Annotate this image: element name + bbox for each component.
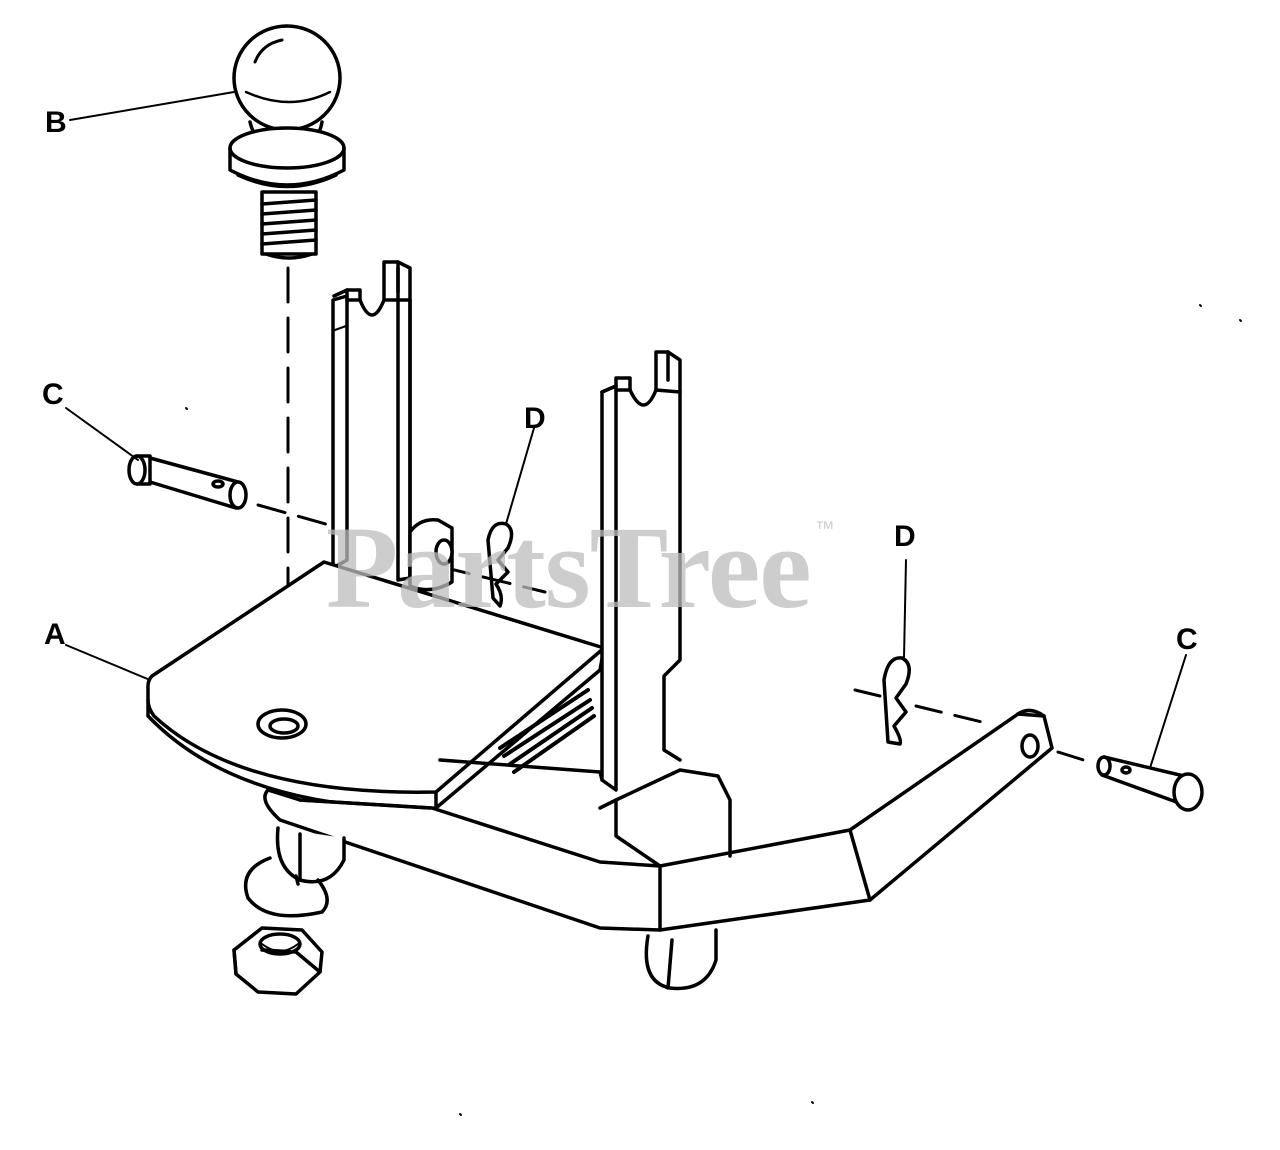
pin-left-dashed-line: [256, 503, 547, 594]
right-upright: [600, 350, 682, 792]
callout-d-right: D: [894, 520, 916, 553]
callout-d-left: D: [524, 402, 546, 435]
hitch-plate-part-a: [146, 560, 606, 810]
gusset-spring: [498, 688, 596, 774]
hairpin-clip-left-part-d: [486, 521, 514, 608]
callout-c-right: C: [1176, 623, 1198, 656]
snap-ring: [243, 856, 329, 918]
snap-ring-inner: [294, 874, 300, 886]
callout-c-left: C: [42, 378, 64, 411]
drawbar-frame: [263, 708, 1054, 932]
clevis-pin-left-part-c: [127, 454, 248, 510]
hairpin-clip-right-part-d: [882, 656, 911, 746]
hex-nut: [232, 926, 324, 996]
clip-right-dashed-line: [853, 688, 1092, 764]
leader-lines: [65, 91, 1187, 769]
callout-b: B: [45, 106, 67, 139]
left-upright: [331, 260, 412, 582]
rollers: [275, 826, 718, 991]
scan-specks: [185, 304, 1242, 1116]
clevis-pin-right-part-c: [1096, 755, 1204, 812]
hitch-ball-part-b: [228, 24, 346, 260]
callout-a: A: [44, 618, 66, 651]
left-knuckle-hole: [434, 538, 454, 566]
